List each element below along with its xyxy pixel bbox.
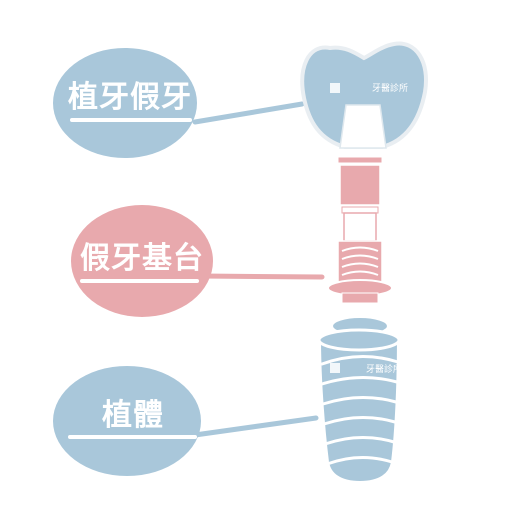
abutment-illustration bbox=[327, 156, 393, 304]
abutment-gap bbox=[341, 206, 379, 214]
abutment-neck bbox=[343, 212, 377, 242]
implant-body-shape bbox=[318, 337, 400, 484]
label-crown: 植牙假牙 bbox=[68, 80, 192, 115]
callout-crown: 植牙假牙 bbox=[53, 48, 305, 158]
connector-abutment bbox=[197, 273, 325, 280]
watermark-implant: 牙醫診所 bbox=[366, 363, 402, 375]
connector-crown bbox=[192, 101, 305, 125]
crown-illustration: 牙醫診所 bbox=[300, 41, 428, 149]
abutment-threads bbox=[341, 246, 379, 276]
bubble-crown bbox=[53, 48, 197, 158]
watermark-logo-icon bbox=[330, 83, 340, 93]
abutment-base bbox=[341, 292, 379, 304]
connector-implant bbox=[192, 415, 319, 438]
abutment-top-ring bbox=[337, 156, 383, 164]
watermark-logo-icon-2 bbox=[330, 363, 340, 373]
abutment-post-upper bbox=[339, 164, 381, 206]
implant-threads bbox=[320, 354, 400, 466]
bubble-implant bbox=[53, 366, 201, 476]
callout-abutment: 假牙基台 bbox=[71, 205, 325, 317]
crown-socket bbox=[339, 104, 387, 149]
implant-illustration: 牙醫診所 bbox=[317, 316, 402, 484]
label-implant: 植體 bbox=[102, 398, 164, 433]
bubble-abutment bbox=[71, 205, 213, 317]
crown-shape bbox=[300, 41, 428, 149]
implant-platform bbox=[317, 328, 401, 352]
watermark-crown: 牙醫診所 bbox=[372, 82, 408, 94]
callout-implant: 植體 bbox=[53, 366, 319, 476]
label-abutment: 假牙基台 bbox=[80, 241, 204, 276]
